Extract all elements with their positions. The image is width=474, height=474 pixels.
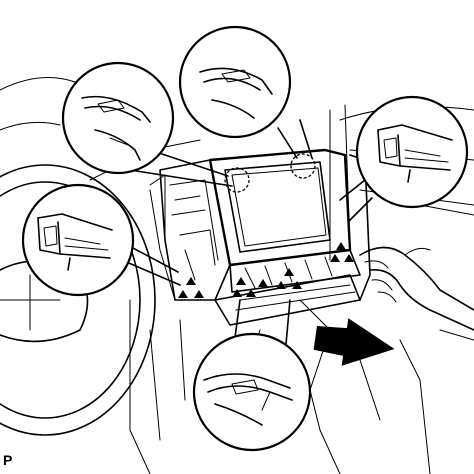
hand bbox=[359, 246, 474, 331]
callout-bottom bbox=[192, 332, 312, 452]
callout-right bbox=[355, 95, 469, 209]
figure-label: P bbox=[3, 452, 13, 468]
center-console-panel bbox=[149, 148, 371, 326]
highlight-circles bbox=[224, 153, 316, 193]
clip-markers bbox=[178, 242, 354, 298]
steering-wheel bbox=[0, 164, 156, 436]
callout-top-left bbox=[61, 61, 175, 175]
callout-left bbox=[21, 183, 135, 297]
callout-top-center bbox=[178, 25, 292, 139]
push-arrow bbox=[313, 318, 395, 366]
